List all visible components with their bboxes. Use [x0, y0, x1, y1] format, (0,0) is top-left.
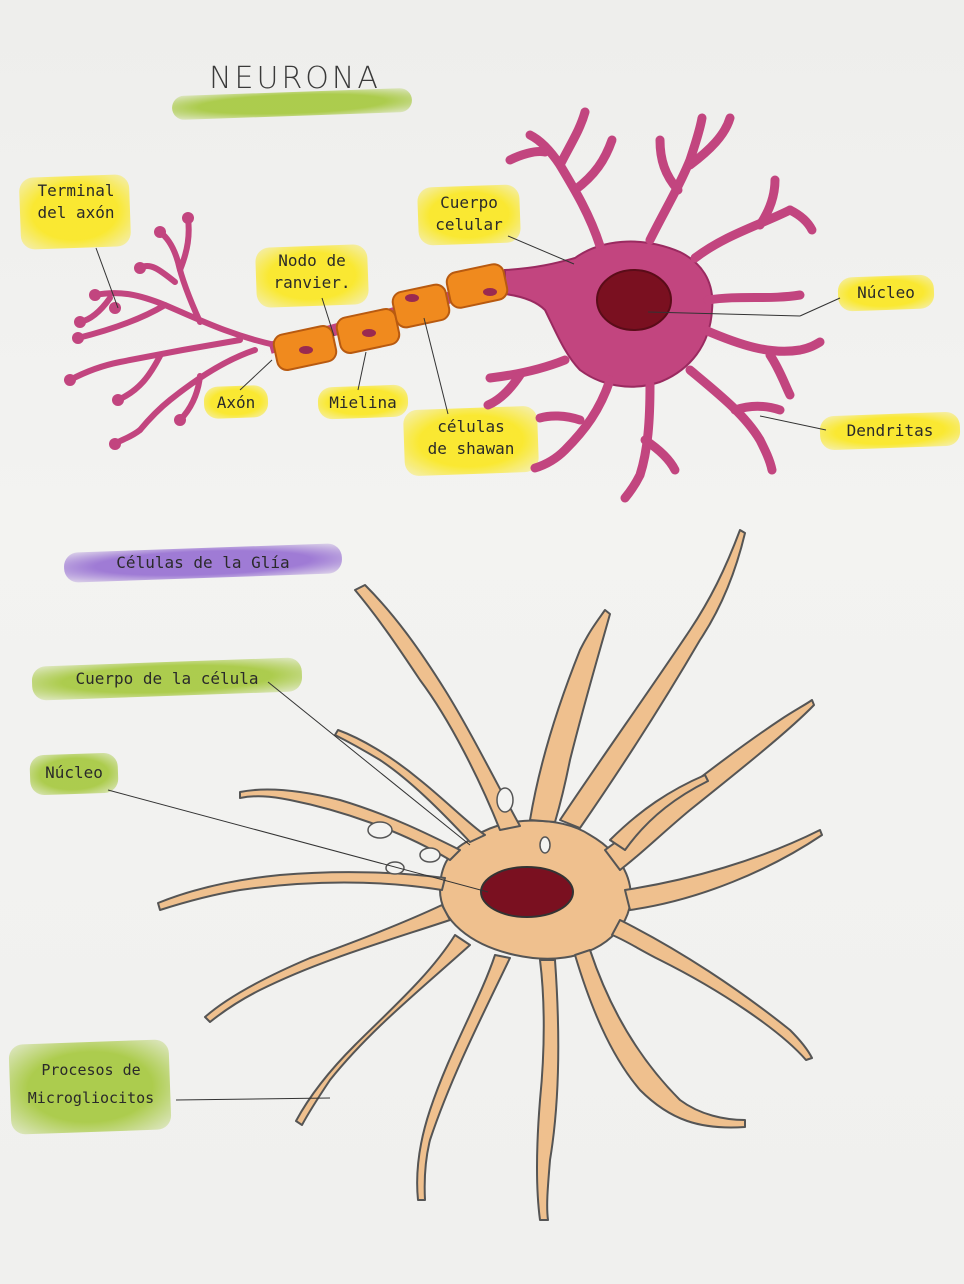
page-title: NEURONA	[205, 68, 385, 90]
label-ranvier-node: Nodo de ranvier.	[252, 250, 372, 294]
label-glia-cell-body: Cuerpo de la célula	[32, 668, 302, 690]
label-axon: Axón	[200, 392, 272, 414]
label-myelin: Mielina	[314, 392, 412, 414]
label-axon-terminal: Terminal del axón	[16, 180, 136, 224]
label-nucleus: Núcleo	[838, 282, 934, 304]
label-glia-processes: Procesos de Microgliocitos	[8, 1056, 174, 1112]
label-schwann-cells: células de shawan	[404, 416, 538, 460]
label-dendrites: Dendritas	[820, 420, 960, 442]
label-glia-nucleus: Núcleo	[30, 762, 118, 784]
microglia-drawing	[108, 530, 822, 1220]
label-cell-body: Cuerpo celular	[414, 192, 524, 236]
label-glia-heading: Células de la Glía	[62, 552, 344, 574]
